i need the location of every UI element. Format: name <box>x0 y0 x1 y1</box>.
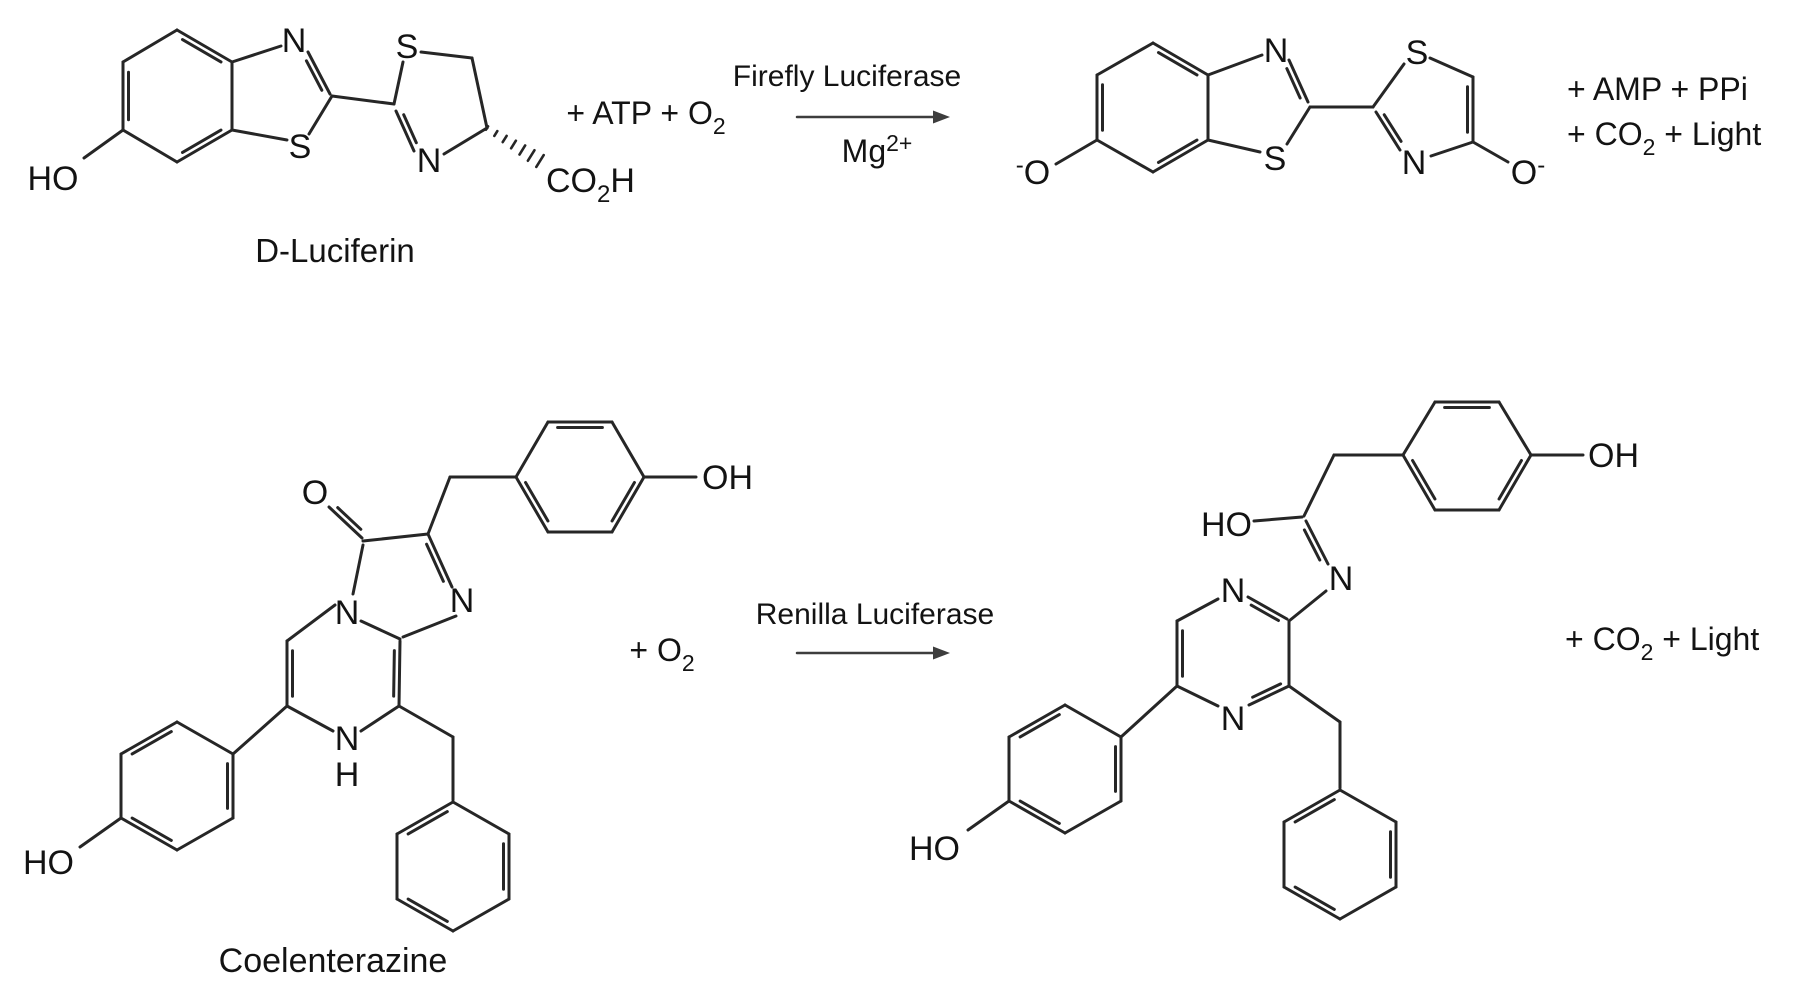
co-reactants-atp-o2: + ATP + O2 <box>566 95 725 139</box>
products-co2-light: + CO2 + Light <box>1565 621 1759 665</box>
reaction-arrow-head <box>933 646 950 660</box>
atom-label-O: O <box>302 474 328 512</box>
atom-label-N: N <box>450 582 475 620</box>
atom-label-OH: OH <box>1588 437 1639 475</box>
atom-label-N: N <box>282 22 307 60</box>
atom-label-HO: HO <box>1201 506 1252 544</box>
atom-label-N: N <box>1221 700 1246 738</box>
atom-label-N: N <box>335 720 360 758</box>
molecule-coelenteramide: N N N HO HO OH <box>909 400 1639 921</box>
atom-label-N: N <box>1402 144 1427 182</box>
atom-label-S: S <box>1264 140 1287 178</box>
reaction-arrow-head <box>933 110 950 124</box>
co-reactant-oxygen: + O2 <box>629 632 694 676</box>
carboxylic-acid-label: CO2H <box>546 162 635 208</box>
phenolate-o-minus-left: -O <box>1016 152 1050 192</box>
products-line-amp-ppi: + AMP + PPi <box>1567 71 1748 107</box>
molecule-oxyluciferin-dianion: N S S N -O O- <box>1016 32 1545 192</box>
atom-label-HO: HO <box>23 844 74 882</box>
atom-label-N: N <box>1264 32 1289 70</box>
reaction-arrow <box>795 110 950 124</box>
enolate-o-minus-right: O- <box>1511 152 1545 192</box>
atom-label-S: S <box>396 28 419 66</box>
atom-label-N: N <box>1221 572 1246 610</box>
firefly-luciferase-reaction: N S S N HO CO2H N S S N -O O- D-Luciferin + ATP + O2F… <box>28 22 1762 269</box>
atom-label-HO: HO <box>28 160 79 198</box>
atom-label-N: N <box>335 594 360 632</box>
atom-label-H: H <box>335 756 360 794</box>
enzyme-name-renilla-luciferase: Renilla Luciferase <box>756 598 994 631</box>
cofactor-mg2plus: Mg2+ <box>842 130 913 169</box>
atom-label-N: N <box>417 142 442 180</box>
atom-label-S: S <box>289 128 312 166</box>
products-line-co2-light: + CO2 + Light <box>1567 116 1761 160</box>
molecule-d-luciferin: N S S N HO CO2H <box>28 22 635 208</box>
substrate-name-coelenterazine: Coelenterazine <box>219 942 448 980</box>
reaction-arrow <box>795 646 950 660</box>
enzyme-name-firefly-luciferase: Firefly Luciferase <box>733 60 961 93</box>
atom-label-HO: HO <box>909 830 960 868</box>
atom-label-N: N <box>1329 560 1354 598</box>
atom-label-S: S <box>1406 34 1429 72</box>
atom-label-OH: OH <box>702 459 753 497</box>
substrate-name-d-luciferin: D-Luciferin <box>255 232 415 269</box>
